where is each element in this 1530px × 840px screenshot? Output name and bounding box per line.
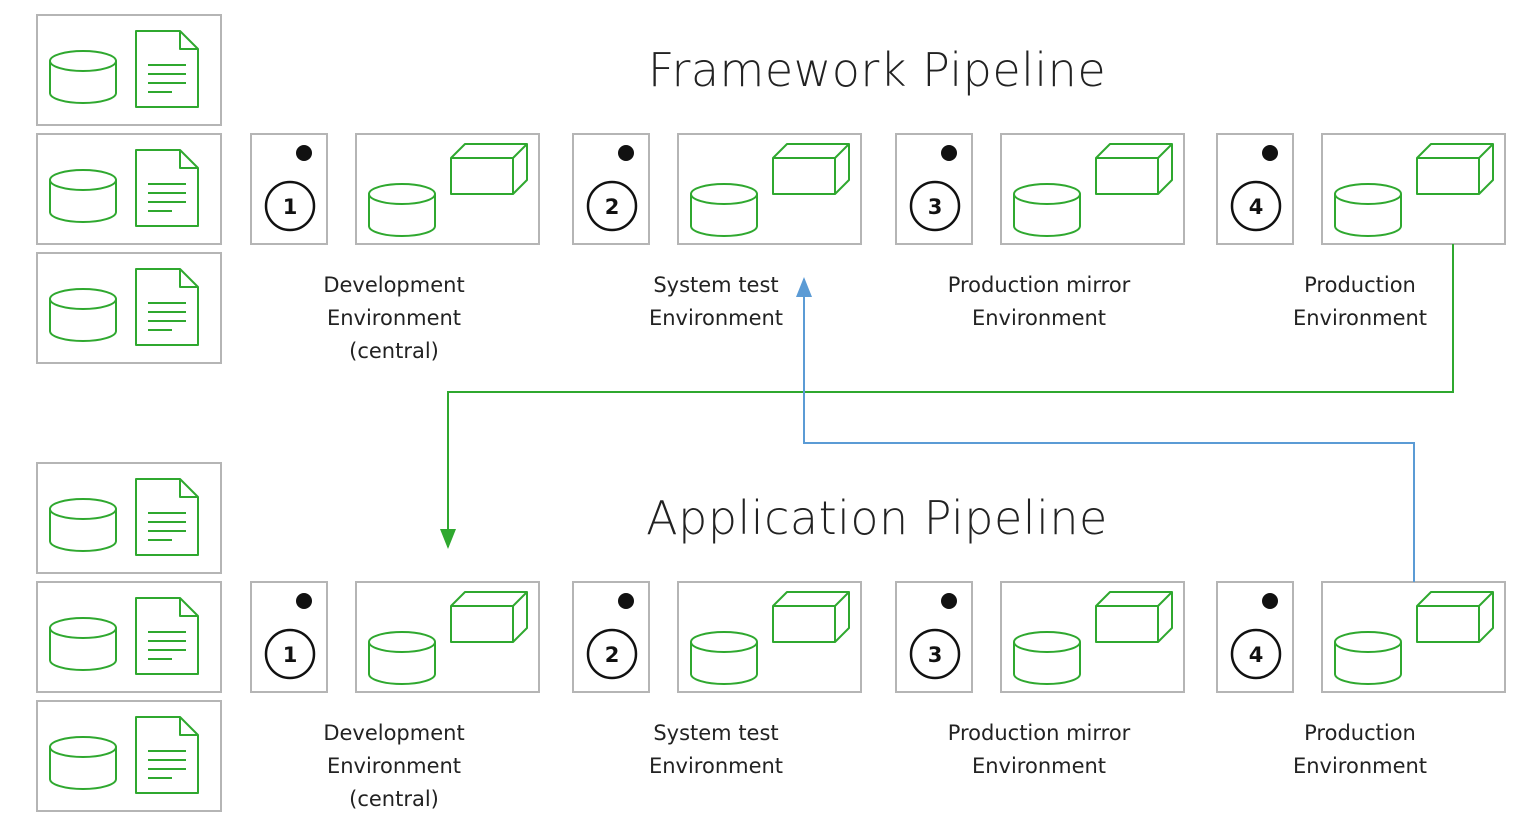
stage-number-box bbox=[1216, 133, 1294, 245]
repository-tile-database-document-icon bbox=[37, 15, 221, 125]
framework-stage-1: 1 Development Environment (central) bbox=[250, 133, 540, 363]
application-stage-2: 2 System test Environment bbox=[572, 581, 862, 778]
environment-box bbox=[1000, 581, 1185, 693]
stage-label-line-2: Environment bbox=[972, 306, 1106, 330]
environment-box bbox=[677, 133, 862, 245]
step-number-circle bbox=[586, 180, 638, 232]
status-dot-icon bbox=[296, 593, 312, 609]
stage-number-box bbox=[895, 581, 973, 693]
application-stage-4: 4 Production Environment bbox=[1216, 581, 1506, 778]
environment-box bbox=[355, 133, 540, 245]
step-number: 3 bbox=[928, 643, 943, 667]
status-dot-icon bbox=[1262, 145, 1278, 161]
step-number: 3 bbox=[928, 195, 943, 219]
stage-number-box bbox=[250, 133, 328, 245]
stage-number-box bbox=[250, 581, 328, 693]
status-dot-icon bbox=[941, 593, 957, 609]
step-number: 1 bbox=[283, 643, 298, 667]
status-dot-icon bbox=[618, 593, 634, 609]
status-dot-icon bbox=[941, 145, 957, 161]
step-number: 2 bbox=[605, 643, 620, 667]
application-repositories bbox=[37, 463, 221, 811]
framework-stage-4: 4 Production Environment bbox=[1216, 133, 1506, 330]
stage-label-line-1: System test bbox=[653, 721, 778, 745]
status-dot-icon bbox=[296, 145, 312, 161]
environment-box bbox=[355, 581, 540, 693]
stage-number-box bbox=[572, 581, 650, 693]
stage-label-line-2: Environment bbox=[327, 306, 461, 330]
step-number-circle bbox=[1230, 628, 1282, 680]
stage-label-line-2: Environment bbox=[649, 754, 783, 778]
step-number: 4 bbox=[1249, 195, 1264, 219]
framework-stage-3: 3 Production mirror Environment bbox=[895, 133, 1185, 330]
stage-label-line-2: Environment bbox=[649, 306, 783, 330]
flow-arrow-framework-to-application bbox=[440, 244, 1454, 549]
stage-label-line-2: Environment bbox=[1293, 754, 1427, 778]
stage-label-line-3: (central) bbox=[349, 339, 439, 363]
step-number: 1 bbox=[283, 195, 298, 219]
stage-label-line-2: Environment bbox=[972, 754, 1106, 778]
stage-label-line-1: Production bbox=[1304, 721, 1416, 745]
stage-label-line-1: Development bbox=[323, 721, 464, 745]
repository-tile-database-document-icon bbox=[37, 253, 221, 363]
step-number: 2 bbox=[605, 195, 620, 219]
environment-box bbox=[1321, 133, 1506, 245]
stage-label-line-1: Production bbox=[1304, 273, 1416, 297]
step-number-circle bbox=[1230, 180, 1282, 232]
step-number-circle bbox=[909, 180, 961, 232]
environment-box bbox=[1321, 581, 1506, 693]
step-number: 4 bbox=[1249, 643, 1264, 667]
repository-tile-database-document-icon bbox=[37, 701, 221, 811]
application-stage-3: 3 Production mirror Environment bbox=[895, 581, 1185, 778]
environment-box bbox=[1000, 133, 1185, 245]
stage-label-line-1: System test bbox=[653, 273, 778, 297]
step-number-circle bbox=[909, 628, 961, 680]
stage-label-line-1: Production mirror bbox=[948, 273, 1131, 297]
environment-box bbox=[677, 581, 862, 693]
repository-tile-database-document-icon bbox=[37, 582, 221, 692]
repository-tile-database-document-icon bbox=[37, 134, 221, 244]
framework-repositories bbox=[37, 15, 221, 363]
framework-stage-2: 2 System test Environment bbox=[572, 133, 862, 330]
step-number-circle bbox=[586, 628, 638, 680]
stage-label-line-2: Environment bbox=[1293, 306, 1427, 330]
stage-label-line-2: Environment bbox=[327, 754, 461, 778]
framework-pipeline: Framework Pipeline 1 Development Environ… bbox=[37, 15, 1506, 363]
stage-label-line-1: Production mirror bbox=[948, 721, 1131, 745]
application-pipeline-title: Application Pipeline bbox=[646, 491, 1108, 545]
stage-label-line-1: Development bbox=[323, 273, 464, 297]
repository-tile-database-document-icon bbox=[37, 463, 221, 573]
step-number-circle bbox=[264, 628, 316, 680]
application-pipeline: Application Pipeline 1 Development Envir… bbox=[37, 463, 1506, 811]
stage-number-box bbox=[1216, 581, 1294, 693]
stage-label-line-3: (central) bbox=[349, 787, 439, 811]
application-stage-1: 1 Development Environment (central) bbox=[250, 581, 540, 811]
stage-number-box bbox=[895, 133, 973, 245]
flow-arrow-application-to-system-test bbox=[796, 277, 1415, 582]
framework-pipeline-title: Framework Pipeline bbox=[648, 43, 1106, 97]
step-number-circle bbox=[264, 180, 316, 232]
stage-number-box bbox=[572, 133, 650, 245]
status-dot-icon bbox=[1262, 593, 1278, 609]
status-dot-icon bbox=[618, 145, 634, 161]
